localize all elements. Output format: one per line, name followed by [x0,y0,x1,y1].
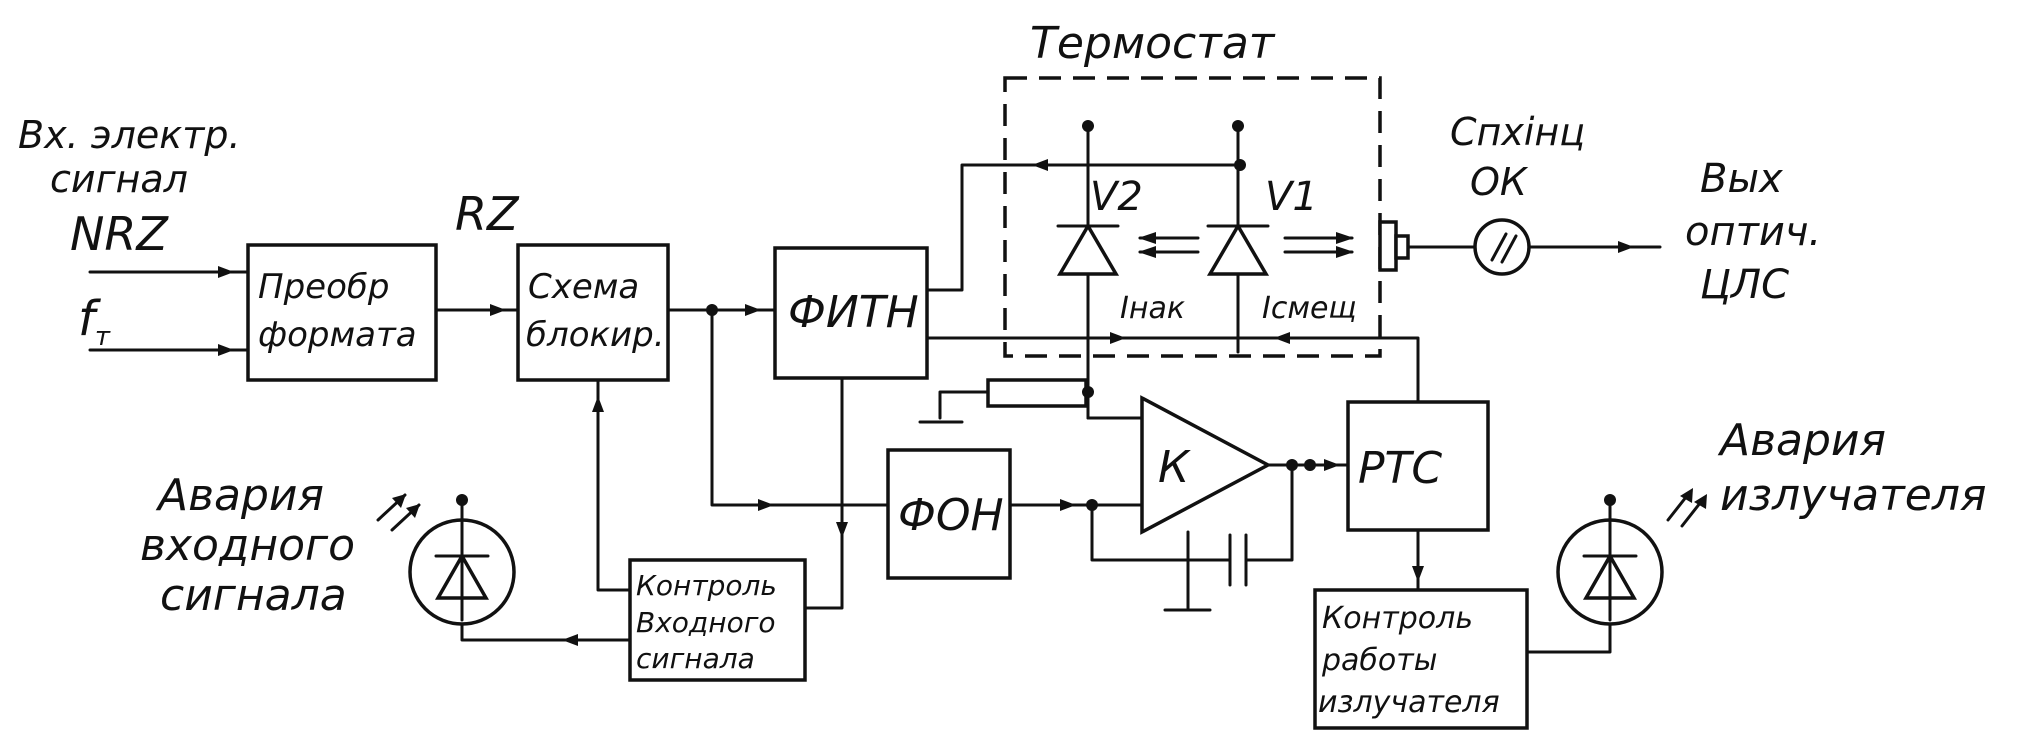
format-converter-block [246,243,438,382]
fitn-label: ФИТН [788,287,919,338]
input-monitor-block [628,558,807,682]
diode-v2-label: V2 [1090,174,1143,220]
amp-ground [1163,530,1212,612]
fitn-to-rtc-wire [925,336,1420,404]
blocking-circuit-block [516,243,670,382]
input-monitor-label-2: Входного [636,606,776,639]
connector-label-2: ОК [1470,160,1529,204]
amplifier-label: К [1158,442,1191,493]
diode-v1-icon [1206,222,1270,276]
clock-label: fт [78,291,111,352]
input-signal-label-1: Вх. электр. [18,113,241,157]
input-alarm-label-1: Авария [155,470,324,521]
emitter-monitor-block [1313,588,1529,730]
current-pump-label: Iнак [1120,291,1185,326]
monitor-to-emitter-alarm-wire [1525,618,1612,654]
integrator-wire [1090,503,1232,562]
monitor-to-blocking-wire [596,378,632,592]
fitn-modulation-wire [925,163,1242,292]
output-label-3: ЦЛС [1700,262,1789,308]
input-alarm-label-2: входного [140,520,355,571]
output-label-2: оптич. [1685,209,1821,255]
nrz-label: NRZ [70,207,169,261]
thermostat-enclosure [1003,76,1382,358]
diode-v2-icon [1056,222,1120,276]
fitn-to-monitor-wire [803,376,844,610]
diode-v1-label: V1 [1265,174,1318,220]
rtc-label: РТС [1358,443,1442,494]
input-monitor-label-3: сигнала [636,642,755,675]
optical-connector-icon [1473,218,1531,276]
input-signal-label-2: сигнал [50,157,188,201]
emitter-monitor-label-2: работы [1321,643,1437,678]
current-bias-label: Iсмещ [1262,291,1357,326]
rtc-block [1346,400,1490,532]
fon-label: ФОН [898,490,1004,541]
blocking-circuit-label-2: блокир. [526,315,665,355]
feedback-ground-wire [938,390,990,420]
format-converter-label-2: формата [258,315,417,355]
emitter-alarm-label-2: излучателя [1720,470,1986,521]
optical-connector [1378,220,1398,272]
integrator-capacitor [1228,533,1248,587]
fon-block [886,448,1012,580]
blocking-to-fon-wire [710,308,890,507]
fitn-block [773,246,929,380]
emitter-monitor-label-3: излучателя [1318,685,1500,720]
feedback-resistor [986,378,1088,408]
thermostat-title: Термостат [1030,18,1276,69]
rz-label: RZ [455,187,520,241]
format-converter-label-1: Преобр [258,267,389,307]
amplifier-k [1140,395,1272,535]
connector-label-1: Спхінц [1450,110,1585,154]
emitter-alarm-label-1: Авария [1717,415,1886,466]
blocking-circuit-label-1: Схема [528,267,639,307]
output-label-1: Вых [1700,156,1783,202]
emitter-monitor-label-1: Контроль [1322,601,1473,636]
input-alarm-label-3: сигнала [160,570,347,621]
input-monitor-label-1: Контроль [636,569,777,602]
